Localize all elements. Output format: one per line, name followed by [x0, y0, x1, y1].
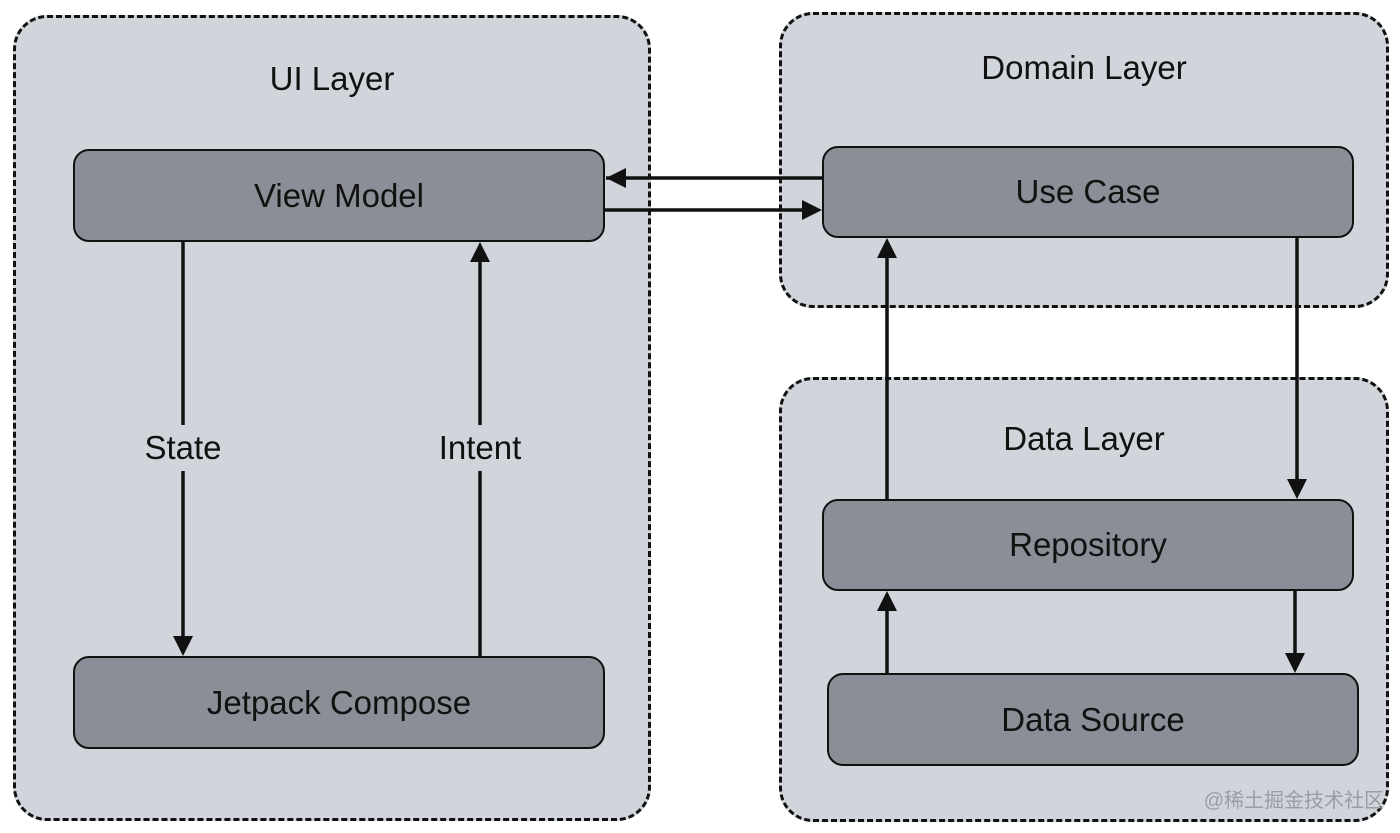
domain-layer-title: Domain Layer [981, 49, 1187, 86]
intent-label: Intent [425, 425, 535, 471]
state-label: State [133, 425, 233, 471]
jetpack-compose-node: Jetpack Compose [73, 656, 605, 749]
repository-node: Repository [822, 499, 1354, 591]
data-layer-title: Data Layer [1003, 420, 1165, 457]
use-case-node: Use Case [822, 146, 1354, 238]
data-source-node: Data Source [827, 673, 1359, 766]
ui-layer-title: UI Layer [269, 60, 395, 97]
view-model-node: View Model [73, 149, 605, 242]
watermark-text: @稀土掘金技术社区 [1203, 790, 1384, 812]
